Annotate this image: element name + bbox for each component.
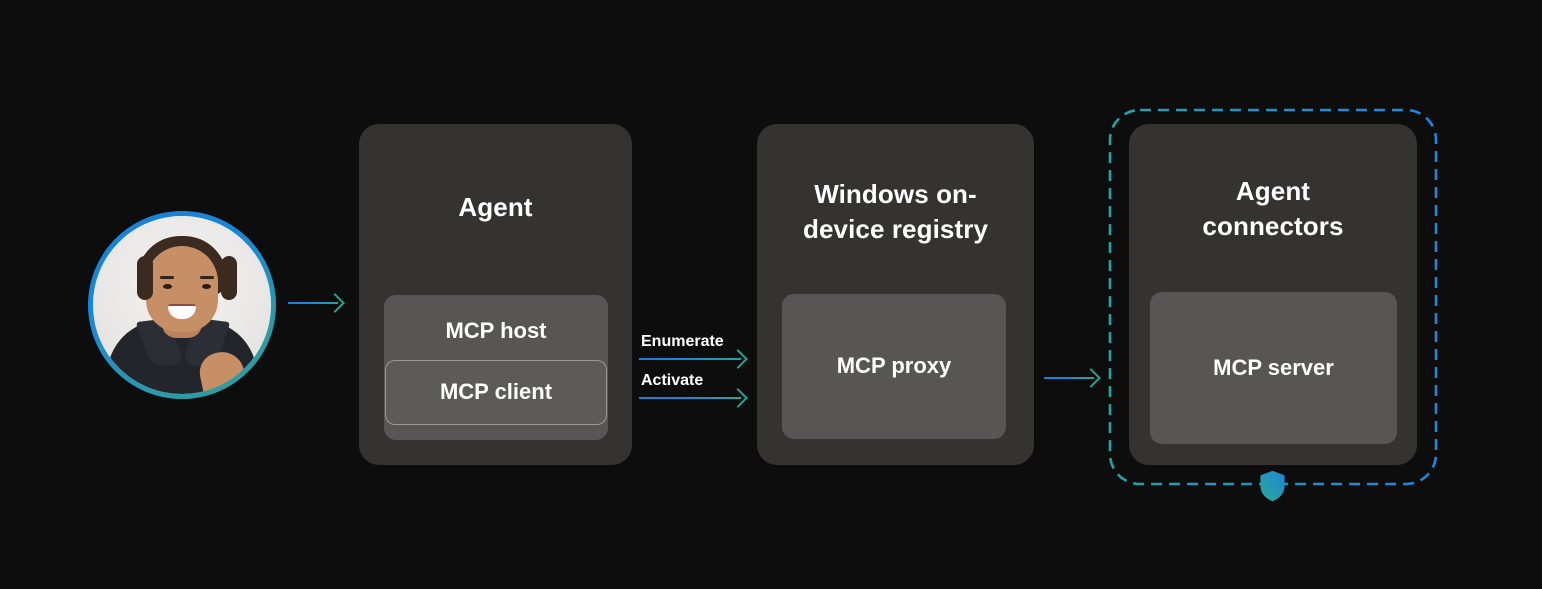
node-agent[interactable]: Agent MCP host MCP client (359, 124, 632, 465)
node-mcp-host[interactable]: MCP host MCP client (384, 295, 608, 440)
arrow-head-icon (728, 349, 748, 369)
node-windows-registry-title: Windows on- device registry (757, 177, 1034, 247)
node-windows-registry[interactable]: Windows on- device registry MCP proxy (757, 124, 1034, 465)
node-agent-connectors-title-line1: Agent (1235, 176, 1311, 206)
arrow-registry-to-connectors (1044, 368, 1102, 388)
node-agent-title: Agent (458, 192, 533, 222)
secure-boundary (1108, 108, 1438, 486)
secure-boundary-outline (1108, 108, 1438, 486)
node-agent-connectors-title-line2: connectors (1202, 211, 1344, 241)
edge-label-enumerate: Enumerate (641, 333, 724, 350)
node-mcp-host-label: MCP host (445, 318, 547, 343)
arrow-head-icon (325, 293, 345, 313)
avatar-eye-right (202, 284, 211, 289)
arrow-head-icon (1081, 368, 1101, 388)
arrow-line (288, 302, 338, 304)
avatar-brow-left (160, 276, 174, 279)
node-mcp-client[interactable]: MCP client (385, 360, 607, 425)
arrow-head-icon (728, 388, 748, 408)
node-mcp-proxy-label: MCP proxy (836, 353, 952, 378)
user-avatar (88, 211, 276, 399)
node-windows-registry-title-line1: Windows on- (814, 179, 977, 209)
arrow-line (639, 397, 741, 399)
node-mcp-client-label: MCP client (439, 379, 553, 404)
avatar-face (146, 246, 218, 332)
edge-label-activate: Activate (641, 372, 704, 389)
avatar-smile (168, 304, 196, 319)
avatar-hair-left (137, 256, 153, 300)
avatar-hair-right (221, 256, 237, 300)
node-mcp-server-label: MCP server (1213, 355, 1334, 380)
arrow-line (1044, 377, 1094, 379)
node-mcp-server[interactable]: MCP server (1150, 292, 1397, 444)
arrow-activate (639, 388, 749, 408)
avatar-eye-left (163, 284, 172, 289)
shield-icon (1260, 470, 1285, 502)
node-mcp-proxy[interactable]: MCP proxy (782, 294, 1006, 439)
node-agent-connectors[interactable]: Agent connectors MCP server (1129, 124, 1417, 465)
arrow-enumerate (639, 349, 749, 369)
avatar-image (93, 216, 271, 394)
arrow-user-to-agent (288, 293, 346, 313)
avatar-brow-right (200, 276, 214, 279)
node-windows-registry-title-line2: device registry (802, 214, 989, 244)
arrow-line (639, 358, 741, 360)
node-agent-connectors-title: Agent connectors (1129, 174, 1417, 244)
